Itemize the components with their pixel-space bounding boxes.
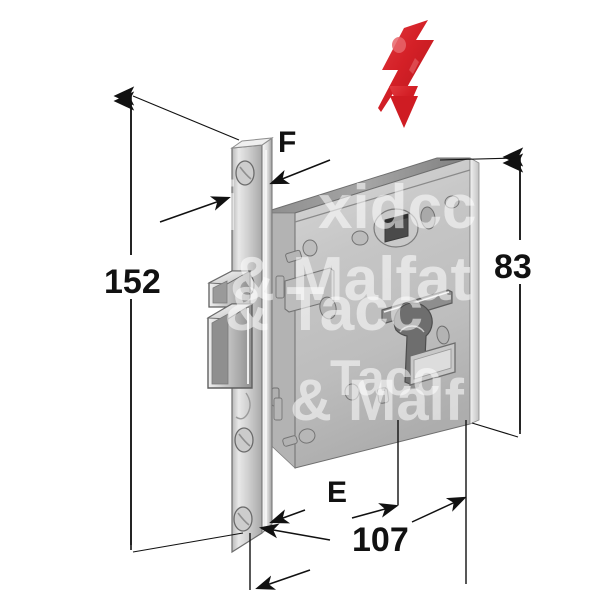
case-hole-e (436, 325, 450, 345)
case-oval-hole (420, 206, 436, 230)
faceplate-top-bevel (230, 137, 274, 149)
watermark-fragment-4: i & Tacc (190, 275, 423, 344)
dim-152-label: 152 (104, 263, 161, 301)
case-top-seam (294, 169, 471, 223)
dim-83-label: 83 (494, 248, 532, 286)
dim-83-text-gap (488, 240, 554, 284)
square-spindle-hole (373, 208, 419, 248)
dim-107-arrow-bottom-left (255, 569, 311, 590)
watermark-fragment-3: & Malfat (230, 245, 471, 314)
dim-F-label: F (278, 126, 296, 159)
case-hole-f (298, 428, 316, 444)
dim-E-label: E (327, 476, 347, 509)
watermark-fragment-2: xidcci (318, 173, 494, 242)
watermark-fragment-6: Tacc (330, 350, 440, 406)
case-screw-upper-right (444, 195, 460, 209)
dim-107-arrow-right (411, 496, 467, 523)
lock-case (261, 157, 480, 469)
lightning-bolt-highlight (392, 37, 406, 53)
dim-F-arrow-left (269, 159, 331, 185)
latch-bolt (207, 270, 252, 308)
faceplate-slot-upper (275, 275, 285, 299)
case-hole-b (351, 230, 369, 246)
case-slot-a (285, 249, 303, 263)
case-slot-b (376, 387, 390, 404)
dim-83-leader-bottom (471, 422, 519, 438)
case-slot-c (282, 435, 298, 447)
dim-152-leader-bottom (132, 532, 244, 553)
dimension-107: 107 (249, 420, 467, 590)
dim-F-arrow-right (159, 196, 231, 223)
lock-product-image (206, 136, 480, 554)
dimension-F: F (159, 126, 331, 223)
faceplate-slot-lower (273, 397, 283, 421)
dim-152-text-gap (99, 255, 173, 299)
case-hole-d (344, 383, 360, 401)
watermark-fragment-5: & Malf (290, 368, 465, 433)
dim-107-label: 107 (352, 521, 409, 559)
dimension-152: 152 (99, 86, 244, 553)
lightning-bolt-icon (378, 20, 434, 128)
case-hole-a (302, 239, 318, 257)
dead-bolt-shade (211, 313, 229, 385)
bolt-spring-detail (235, 392, 251, 420)
dim-152-leader-top (132, 95, 240, 141)
case-bolt-slot-highlight (383, 291, 450, 313)
watermark-group: ii xidcci & Malfat i & Tacc & Malf Tacc (190, 167, 494, 433)
dead-bolt (206, 303, 254, 389)
case-lower-window-inner (413, 348, 452, 380)
dim-83-leader-top (439, 157, 519, 161)
dimension-E: E (269, 420, 399, 524)
case-hole-c (319, 296, 337, 320)
dim-107-arrow-left (259, 523, 331, 541)
latch-bolt-shade (212, 280, 228, 304)
lock-case-right-edge (469, 157, 480, 425)
dim-E-arrow-right (351, 503, 399, 519)
dim-E-arrow-left (269, 509, 306, 524)
dimension-83: 83 (439, 147, 554, 438)
